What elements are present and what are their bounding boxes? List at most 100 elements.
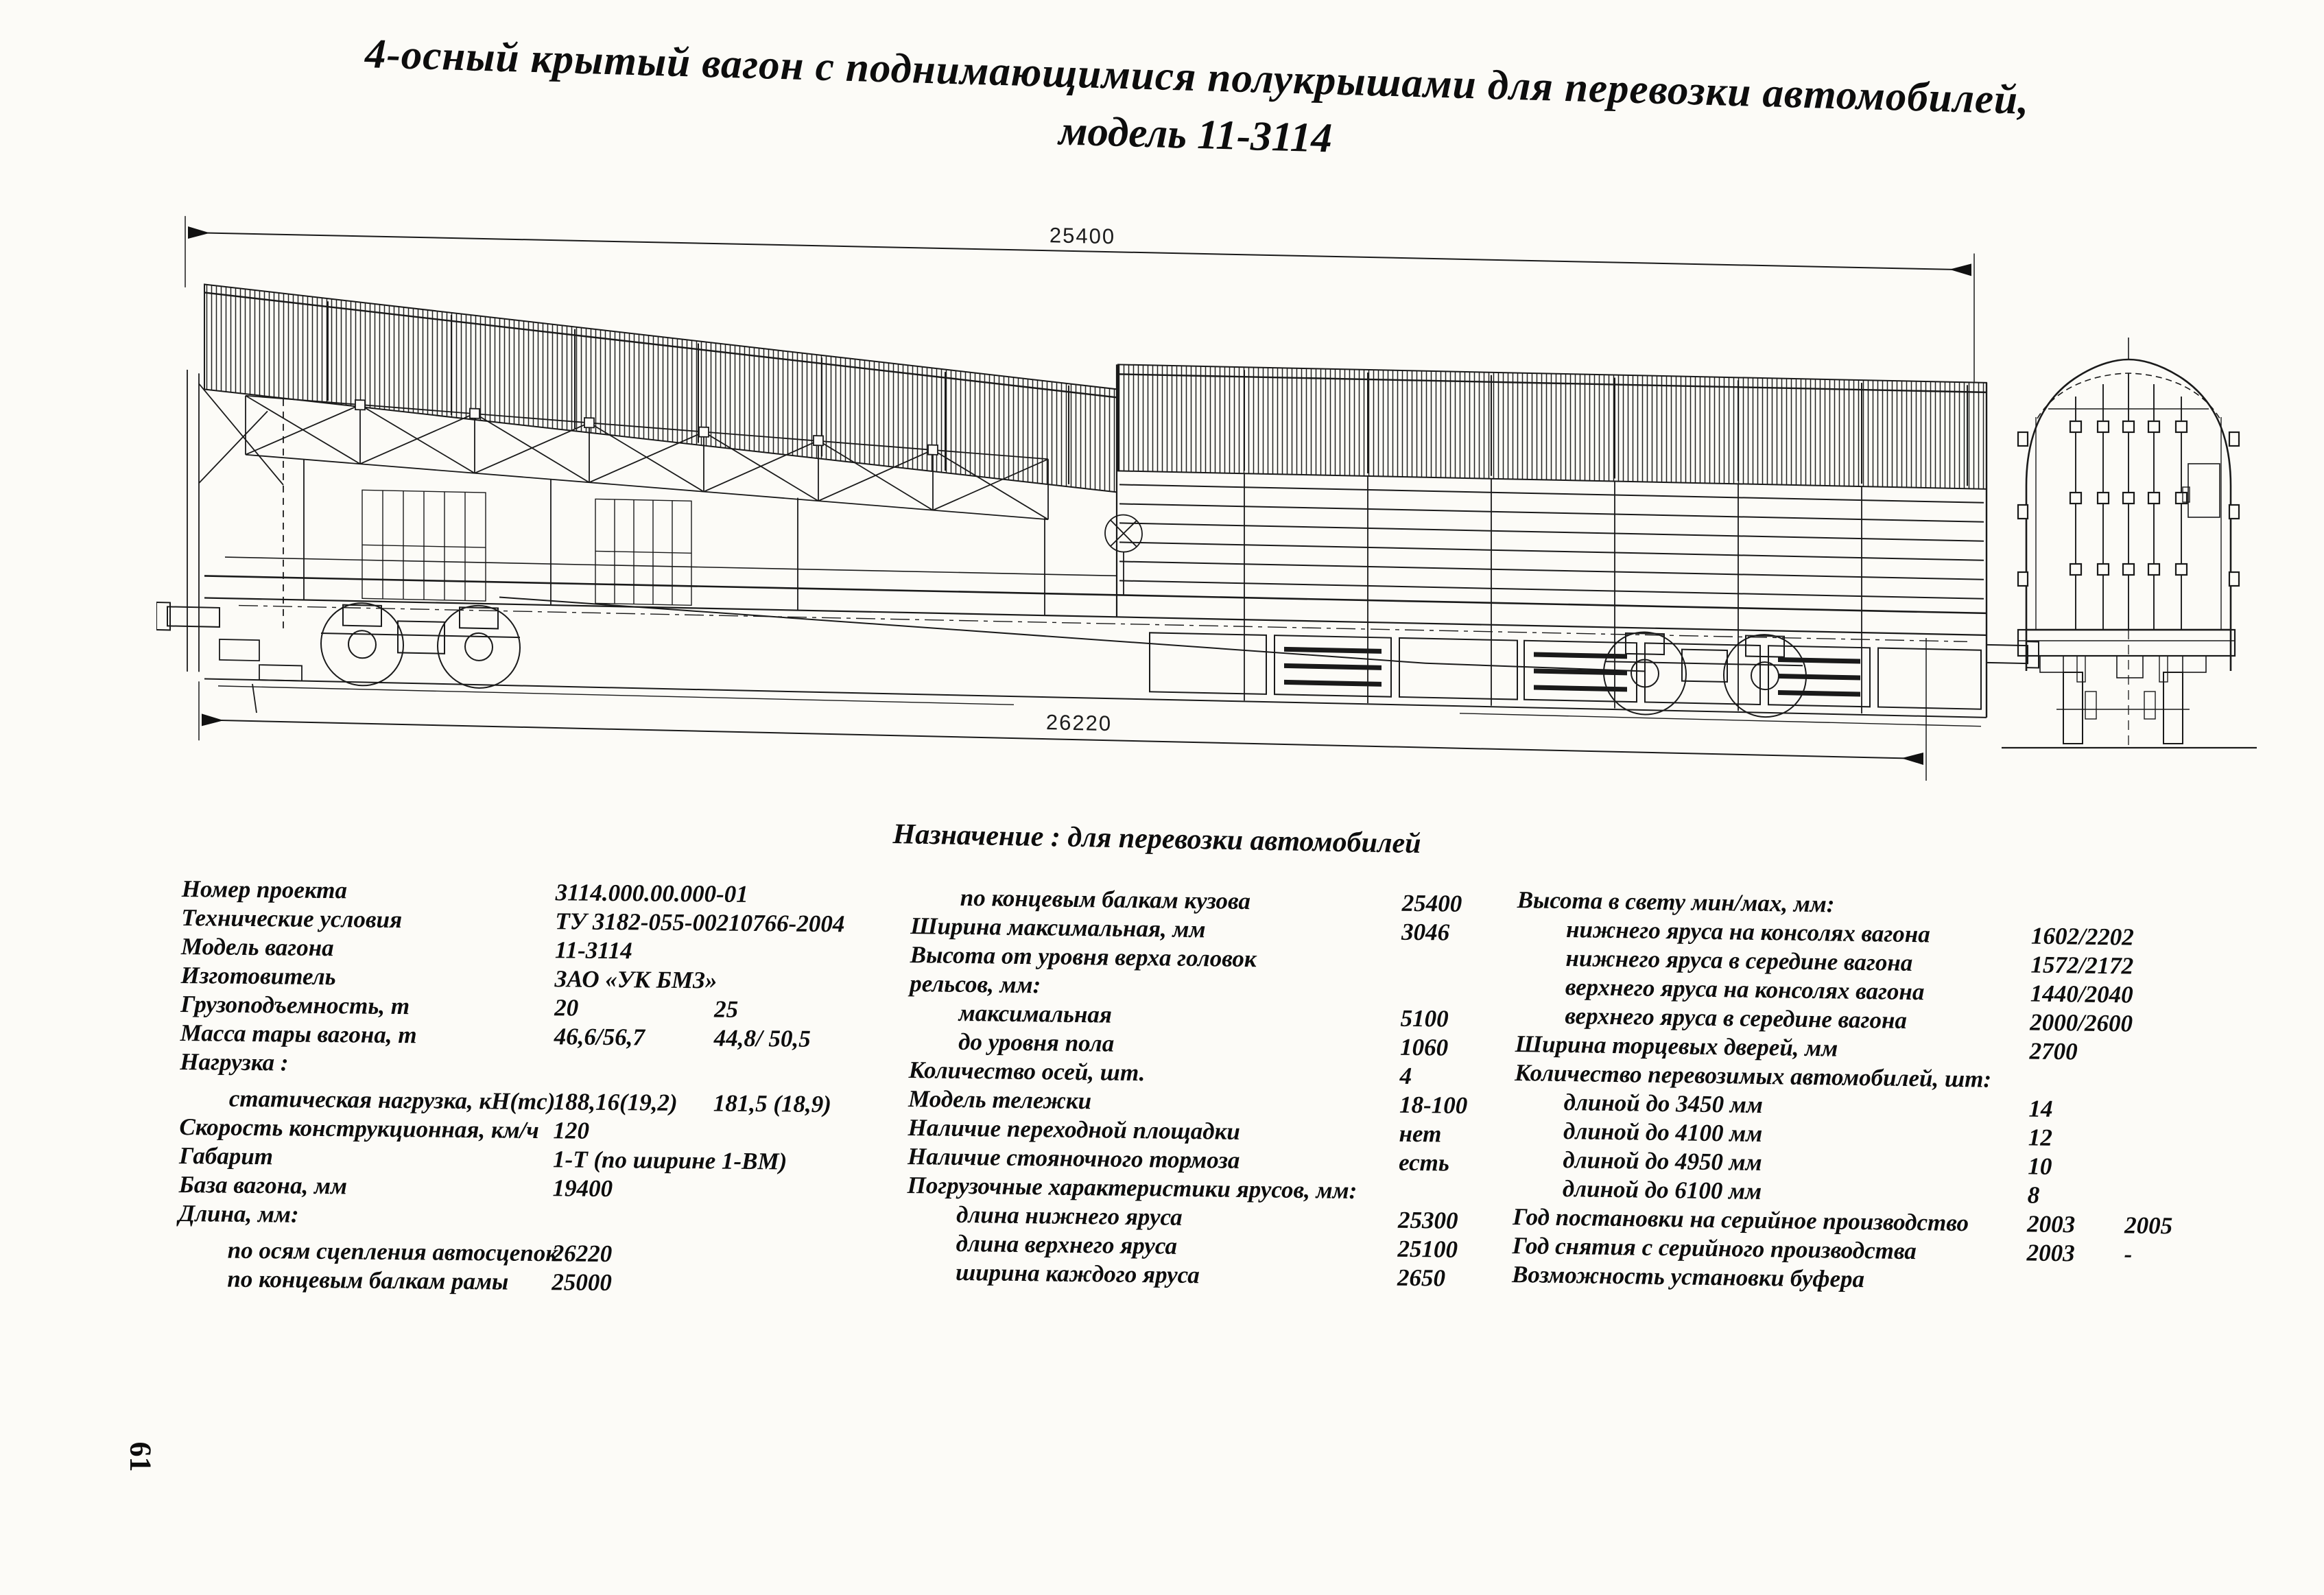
spec-value-2: - <box>2124 1240 2133 1268</box>
roof-lifting-truss <box>245 394 1049 521</box>
side-view-drawing: 25400 <box>156 215 2039 781</box>
spec-label: Номер проекта <box>181 875 348 904</box>
spec-value-1: 26220 <box>552 1240 613 1268</box>
spec-label: верхнего яруса на консолях вагона <box>1565 973 1925 1006</box>
spec-value-1: 18-100 <box>1399 1091 1468 1119</box>
spec-value-1: 1060 <box>1399 1033 1449 1061</box>
page-number: 61 <box>123 1441 158 1472</box>
spec-label: Возможность установки буфера <box>1511 1260 1865 1293</box>
purpose-heading: Назначение : для перевозки автомобилей <box>892 818 1421 860</box>
spec-label: нижнего яруса в середине вагона <box>1565 944 1913 977</box>
spec-label: Погрузочные характеристики ярусов, мм: <box>907 1171 1357 1204</box>
top-dimension-label: 25400 <box>1050 223 1115 248</box>
spec-label: длиной до 6100 мм <box>1562 1174 1762 1205</box>
end-view-drawing <box>2002 338 2257 749</box>
spec-label: статическая нагрузка, кН(тс) <box>228 1085 556 1115</box>
spec-value-1: есть <box>1398 1148 1450 1177</box>
spec-label: до уровня пола <box>958 1028 1115 1057</box>
spec-label: длиной до 4100 мм <box>1563 1117 1763 1148</box>
spec-label: Количество перевозимых автомобилей, шт: <box>1514 1059 1992 1093</box>
spec-value-1: 5100 <box>1400 1004 1449 1032</box>
spec-value-1: 1572/2172 <box>2030 951 2134 980</box>
top-dimension: 25400 <box>185 215 1975 383</box>
spec-label: ширина каждого яруса <box>955 1258 1200 1289</box>
bottom-dimension: 26220 <box>198 638 1927 781</box>
spec-label: Ширина торцевых дверей, мм <box>1515 1030 1838 1062</box>
spec-value-1: 3114.000.00.000-01 <box>555 879 748 908</box>
spec-label: по концевым балкам рамы <box>227 1265 509 1295</box>
spec-value-1: 25300 <box>1397 1206 1458 1234</box>
spec-label: Ширина максимальная, мм <box>910 912 1206 943</box>
left-end-frame <box>187 369 303 713</box>
spec-label: Масса тары вагона, т <box>180 1019 417 1049</box>
spec-value-2: 2005 <box>2124 1212 2173 1240</box>
bottom-dimension-label: 26220 <box>1046 710 1112 735</box>
spec-value-1: 188,16(19,2) <box>553 1088 678 1116</box>
spec-value-1: 8 <box>2027 1181 2040 1209</box>
spec-value-1: 10 <box>2028 1153 2052 1180</box>
spec-label: длиной до 3450 мм <box>1563 1088 1764 1119</box>
spec-label: Год постановки на серийное производство <box>1513 1203 1969 1237</box>
spec-label: Модель вагона <box>180 932 334 962</box>
coupler-left <box>156 601 220 631</box>
spec-label: по осям сцепления автосцепок <box>227 1236 558 1267</box>
wagon-technical-drawing: 25400 <box>156 215 2257 781</box>
raised-half-roof <box>204 283 1117 493</box>
spec-value-2: 181,5 (18,9) <box>713 1089 832 1118</box>
spec-value-1: 2700 <box>2029 1037 2078 1065</box>
spec-label: Высота в свету мин/мах, мм: <box>1517 886 1835 918</box>
spec-label: Высота от уровня верха головок <box>910 941 1257 973</box>
spec-label: Длина, мм: <box>178 1199 299 1228</box>
spec-label: Габарит <box>178 1142 274 1170</box>
spec-value-1: нет <box>1399 1120 1442 1148</box>
clamp-plates <box>2017 420 2240 587</box>
brake-handwheel <box>1104 514 1143 595</box>
spec-value-1: 120 <box>553 1117 590 1144</box>
spec-label: Наличие стояночного тормоза <box>907 1142 1240 1174</box>
spec-label: Модель тележки <box>908 1085 1092 1115</box>
spec-label: Количество осей, шт. <box>908 1056 1146 1087</box>
spec-value-1: 25000 <box>552 1268 613 1297</box>
spec-value-1: 3046 <box>1401 918 1450 946</box>
spec-value-1: 1602/2202 <box>2030 922 2135 951</box>
spec-value-1: 14 <box>2028 1095 2053 1122</box>
spec-value-1: 19400 <box>552 1174 613 1203</box>
spec-label: длина нижнего яруса <box>956 1201 1183 1231</box>
page-title: 4-осный крытый вагон с поднимающимися по… <box>166 25 2226 188</box>
spec-label: рельсов, мм: <box>909 969 1041 999</box>
spec-value-1: 2650 <box>1397 1264 1446 1292</box>
spec-label: Нагрузка : <box>180 1048 289 1076</box>
spec-value-1: 4 <box>1399 1062 1412 1089</box>
spec-value-1: 1-Т (по ширине 1-ВМ) <box>552 1146 787 1175</box>
spec-value-1: ЗАО «УК БМЗ» <box>554 965 718 994</box>
spec-label: База вагона, мм <box>178 1170 348 1200</box>
spec-label: длина верхнего яруса <box>956 1229 1178 1260</box>
spec-value-2: 25 <box>713 995 739 1023</box>
spec-value-1: 12 <box>2028 1124 2053 1151</box>
spec-label: Наличие переходной площадки <box>908 1113 1241 1145</box>
spec-label: по концевым балкам кузова <box>960 884 1251 915</box>
spec-label: нижнего яруса на консолях вагона <box>1565 916 1930 948</box>
spec-label: Грузоподъемность, т <box>180 990 410 1020</box>
spec-value-1: 46,6/56,7 <box>554 1023 645 1051</box>
spec-label: максимальная <box>958 999 1113 1028</box>
spec-value-1: 25400 <box>1401 889 1462 917</box>
spec-value-1: ТУ 3182-055-00210766-2004 <box>555 908 845 938</box>
spec-value-2: 44,8/ 50,5 <box>713 1024 811 1052</box>
spec-value-1: 2003 <box>2026 1210 2076 1238</box>
spec-value-1: 25100 <box>1397 1235 1458 1263</box>
spec-value-1: 2003 <box>2026 1239 2075 1267</box>
door-panel-row <box>1149 632 1982 710</box>
closed-half-roof <box>1117 364 1987 490</box>
spec-value-1: 2000/2600 <box>2030 1008 2133 1037</box>
spec-label: верхнего яруса в середине вагона <box>1565 1002 1908 1034</box>
bogie-left <box>320 602 521 689</box>
spec-value-1: 11-3114 <box>554 936 632 965</box>
spec-label: Технические условия <box>181 903 403 934</box>
spec-value-1: 20 <box>554 994 579 1021</box>
spec-value-1: 1440/2040 <box>2030 980 2133 1008</box>
spec-label: Год снятия с серийного производства <box>1512 1231 1917 1265</box>
